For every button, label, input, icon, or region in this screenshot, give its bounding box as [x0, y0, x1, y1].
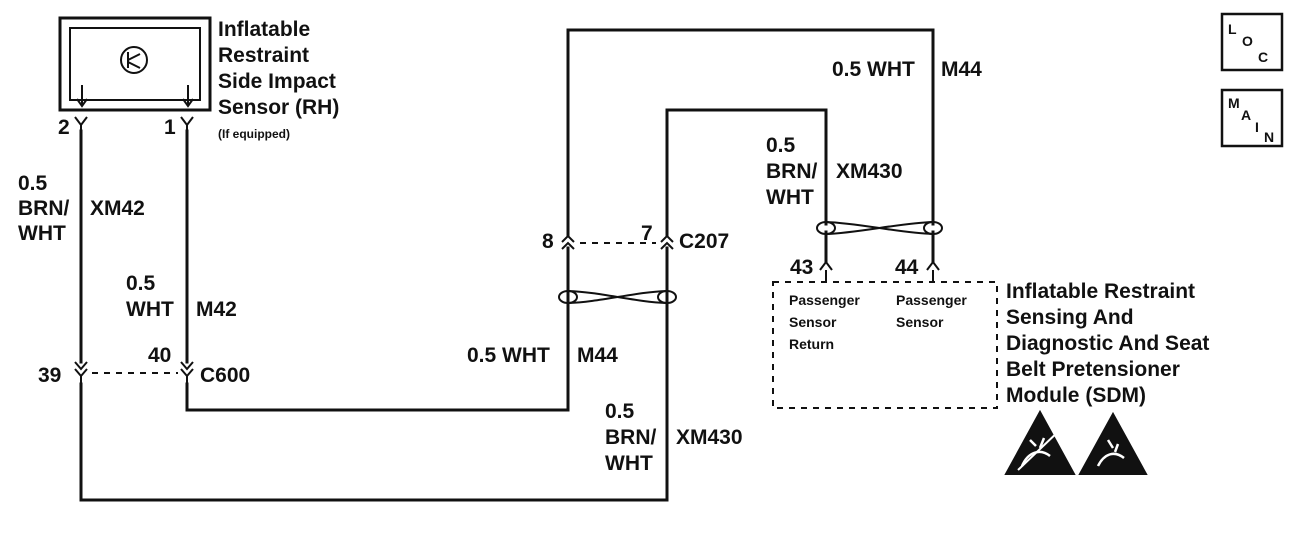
main-letter-n: N: [1264, 129, 1274, 145]
loc-letter-c: C: [1258, 49, 1268, 65]
wire-m44-upper: [566, 28, 935, 238]
c600-pin-40: 40: [148, 344, 171, 367]
esd-sensitive-icon: [1004, 409, 1076, 475]
label-m44-top: 0.5 WHT M44: [832, 58, 982, 81]
sensor-terminal-2: [74, 116, 88, 131]
sdm-title-line-1: Inflatable Restraint: [1006, 280, 1195, 303]
xm42-color-2: WHT: [18, 222, 66, 245]
sensor-pin-2-label: 2: [58, 116, 70, 139]
xm42-color-1: BRN/: [18, 197, 69, 220]
wire-xm430-upper: [665, 108, 828, 238]
sensor-symbol-icon: [120, 46, 148, 74]
xm430-right-gauge: 0.5: [766, 134, 796, 157]
loc-button[interactable]: L O C: [1220, 12, 1284, 72]
sensor-title-line-1: Inflatable: [218, 18, 310, 41]
sdm-term-a-line-2: Sensor: [789, 314, 837, 330]
xm430-bottom-circuit: XM430: [676, 426, 743, 449]
sensor-terminal-1: [180, 116, 194, 131]
c600-name: C600: [200, 364, 250, 387]
c207-pin-8: 8: [542, 230, 554, 253]
label-xm430-bottom: 0.5 BRN/ WHT XM430: [605, 400, 743, 475]
label-m42: 0.5 WHT M42: [126, 272, 237, 321]
sdm-title-line-3: Diagnostic And Seat: [1006, 332, 1209, 355]
c207-pin-7: 7: [641, 222, 653, 245]
main-letter-m: M: [1228, 95, 1240, 111]
side-impact-sensor: Inflatable Restraint Side Impact Sensor …: [58, 16, 339, 141]
xm430-bottom-color-1: BRN/: [605, 426, 656, 449]
m42-circuit: M42: [196, 298, 237, 321]
m42-color: WHT: [126, 298, 174, 321]
xm430-bottom-gauge: 0.5: [605, 400, 635, 423]
label-xm430-right: 0.5 BRN/ WHT XM430: [766, 134, 903, 209]
wire-xm430-bottom-loop: [79, 246, 669, 502]
sensor-title-line-4: Sensor (RH): [218, 96, 339, 119]
m44-mid-label: 0.5 WHT: [467, 344, 550, 367]
sensor-title-line-2: Restraint: [218, 44, 309, 67]
twisted-pair-upper: [816, 221, 943, 235]
xm430-right-circuit: XM430: [836, 160, 903, 183]
sdm-term-b-line-1: Passenger: [896, 292, 967, 308]
xm42-circuit: XM42: [90, 197, 145, 220]
twisted-pair-lower: [558, 290, 677, 304]
loc-letter-l: L: [1228, 21, 1237, 37]
label-m44-mid: 0.5 WHT M44: [467, 344, 618, 367]
esd-caution-icon: [1078, 411, 1148, 475]
loc-letter-o: O: [1242, 33, 1253, 49]
wire-m44-lower: [185, 246, 570, 412]
m42-gauge: 0.5: [126, 272, 156, 295]
main-button[interactable]: M A I N: [1220, 88, 1284, 148]
m44-mid-circuit: M44: [577, 344, 618, 367]
main-letter-i: I: [1255, 119, 1259, 135]
xm430-right-color-1: BRN/: [766, 160, 817, 183]
xm42-gauge: 0.5: [18, 172, 48, 195]
m44-top-label: 0.5 WHT: [832, 58, 915, 81]
sdm-term-a-line-3: Return: [789, 336, 834, 352]
m44-top-circuit: M44: [941, 58, 982, 81]
sdm-module: 43 44 Passenger Sensor Return Passenger …: [772, 256, 1209, 409]
xm430-bottom-color-2: WHT: [605, 452, 653, 475]
sdm-pin-44: 44: [895, 256, 919, 279]
label-xm42: 0.5 BRN/ WHT XM42: [18, 172, 145, 245]
connector-c207: 8 7 C207: [542, 222, 729, 253]
sdm-title-line-2: Sensing And: [1006, 306, 1134, 329]
c600-pin-39: 39: [38, 364, 61, 387]
xm430-right-color-2: WHT: [766, 186, 814, 209]
sdm-pin-43: 43: [790, 256, 813, 279]
sdm-title-line-4: Belt Pretensioner: [1006, 358, 1180, 381]
main-letter-a: A: [1241, 107, 1251, 123]
sdm-term-b-line-2: Sensor: [896, 314, 944, 330]
connector-c600: 39 40 C600: [38, 344, 250, 387]
sensor-title-line-3: Side Impact: [218, 70, 336, 93]
sensor-note: (If equipped): [218, 127, 290, 141]
sdm-title-line-5: Module (SDM): [1006, 384, 1146, 407]
sdm-term-a-line-1: Passenger: [789, 292, 860, 308]
c207-name: C207: [679, 230, 729, 253]
sensor-pin-1-label: 1: [164, 116, 176, 139]
